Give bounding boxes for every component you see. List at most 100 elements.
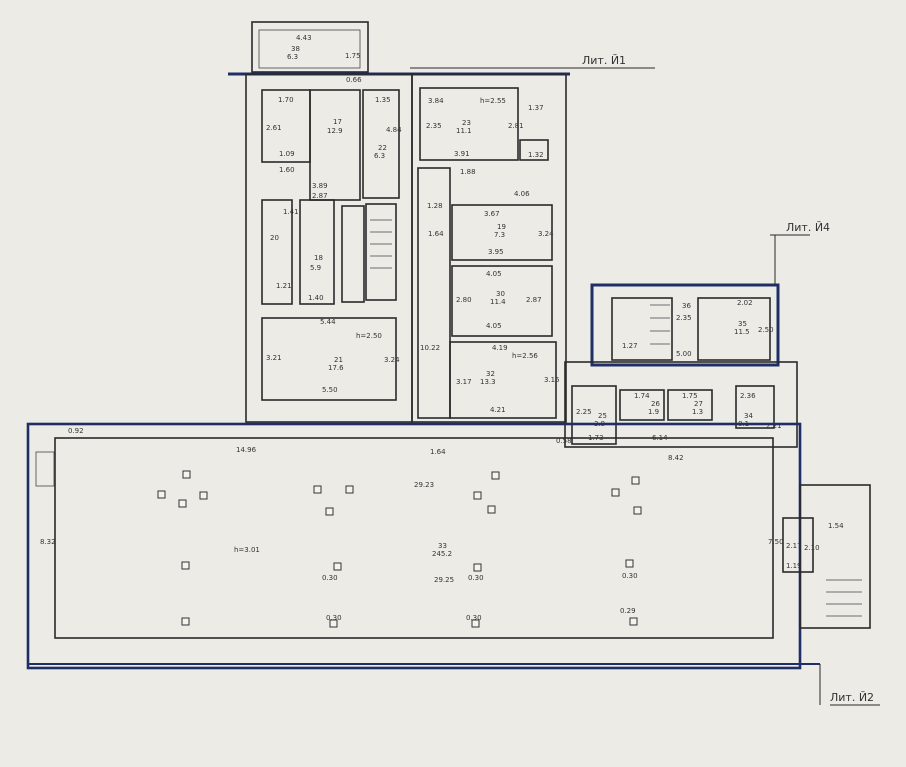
dim-label: 2.50 <box>758 326 774 334</box>
room-18 <box>299 199 335 305</box>
dim-label: 1.3 <box>692 408 703 416</box>
dim-label: 4.43 <box>296 34 312 42</box>
column <box>199 491 208 500</box>
dim-label: 38 <box>291 45 300 53</box>
dim-label: h=3.01 <box>234 546 260 554</box>
dim-label: 0.30 <box>466 614 482 622</box>
label-lit-y2: Лит. Й2 <box>830 691 874 704</box>
dim-label: 11.1 <box>456 127 472 135</box>
dim-label: 1.74 <box>634 392 650 400</box>
dim-label: 22 <box>378 144 387 152</box>
dim-label: 7.50 <box>768 538 784 546</box>
dim-label: 5.00 <box>676 350 692 358</box>
room-30 <box>451 265 553 337</box>
dim-label: 2.35 <box>426 122 442 130</box>
dim-label: 2.87 <box>312 192 328 200</box>
label-lit-y4: Лит. Й4 <box>786 221 830 234</box>
dim-label: 1.54 <box>828 522 844 530</box>
dim-label: 2.80 <box>456 296 472 304</box>
dim-label: 3.84 <box>428 97 444 105</box>
column <box>313 485 322 494</box>
dim-label: 27 <box>694 400 703 408</box>
dim-label: 5.44 <box>320 318 336 326</box>
dim-label: h=2.50 <box>356 332 382 340</box>
room-34 <box>735 385 775 429</box>
column <box>631 476 640 485</box>
dim-label: 17 <box>333 118 342 126</box>
dim-label: 7.3 <box>494 231 505 239</box>
dim-label: 2.36 <box>740 392 756 400</box>
dim-label: 1.75 <box>345 52 361 60</box>
dim-label: 1.40 <box>308 294 324 302</box>
label-lit-y1: Лит. Й1 <box>582 54 626 67</box>
room-22 <box>362 89 400 199</box>
dim-label: 36 <box>682 302 691 310</box>
service-block <box>564 361 798 448</box>
main-hall-inner <box>54 437 774 639</box>
stair-19 <box>365 203 397 301</box>
dim-label: 4.06 <box>514 190 530 198</box>
room-23 <box>419 87 519 161</box>
column <box>157 490 166 499</box>
dim-label: 0.66 <box>346 76 362 84</box>
room-29 <box>451 204 553 261</box>
column <box>473 563 482 572</box>
dim-label: 23 <box>462 119 471 127</box>
dim-label: 1.35 <box>375 96 391 104</box>
room-corridor-strip <box>341 205 365 303</box>
dim-label: 13.3 <box>480 378 496 386</box>
room-small-stair <box>782 517 814 573</box>
dim-label: 0.92 <box>68 427 84 435</box>
dim-label: 4.84 <box>386 126 402 134</box>
dim-label: 26 <box>651 400 660 408</box>
dim-label: 3.15 <box>544 376 560 384</box>
dim-label: h=2.56 <box>512 352 538 360</box>
hall-stair <box>35 451 55 487</box>
dim-label: 0.58 <box>556 437 572 445</box>
dim-label: 4.19 <box>492 344 508 352</box>
dim-label: 6.3 <box>374 152 385 160</box>
column <box>182 470 191 479</box>
dim-label: 1.73 <box>588 434 604 442</box>
dim-label: 17.6 <box>328 364 344 372</box>
column <box>625 559 634 568</box>
right-stair-block <box>799 484 871 629</box>
dim-label: 1.75 <box>682 392 698 400</box>
column <box>471 619 480 628</box>
room-21 <box>261 317 397 401</box>
dim-label: 4.05 <box>486 270 502 278</box>
dim-label: 8.42 <box>668 454 684 462</box>
dim-label: 2.10 <box>804 544 820 552</box>
dim-label: 3.24 <box>384 356 400 364</box>
dim-label: 34 <box>744 412 753 420</box>
dim-label: 3.21 <box>266 354 282 362</box>
dim-label: 32 <box>486 370 495 378</box>
dim-label: 30 <box>496 290 505 298</box>
dim-label: 25 <box>598 412 607 420</box>
room-24 <box>519 139 549 161</box>
column <box>473 491 482 500</box>
dim-label: 29.25 <box>434 576 454 584</box>
column <box>345 485 354 494</box>
dim-label: 1.60 <box>279 166 295 174</box>
dim-label: 2.61 <box>266 124 282 132</box>
dim-label: 6.14 <box>652 434 668 442</box>
dim-label: 1.09 <box>279 150 295 158</box>
dim-label: 12.9 <box>327 127 343 135</box>
dim-label: 1.88 <box>460 168 476 176</box>
dim-label: 14.96 <box>236 446 257 454</box>
room-26 <box>619 389 665 421</box>
dim-label: 11.4 <box>490 298 506 306</box>
dim-label: 5.9 <box>310 264 321 272</box>
dim-label: 3.17 <box>456 378 472 386</box>
dim-label: 4.21 <box>490 406 506 414</box>
dim-label: 8.32 <box>40 538 56 546</box>
column <box>329 619 338 628</box>
dim-label: h=2.55 <box>480 97 506 105</box>
column <box>611 488 620 497</box>
corridor-31 <box>417 167 451 419</box>
right-block-outline <box>411 73 567 423</box>
dim-label: 3.89 <box>312 182 328 190</box>
dim-label: 1.41 <box>283 208 299 216</box>
dim-label: 35 <box>738 320 747 328</box>
